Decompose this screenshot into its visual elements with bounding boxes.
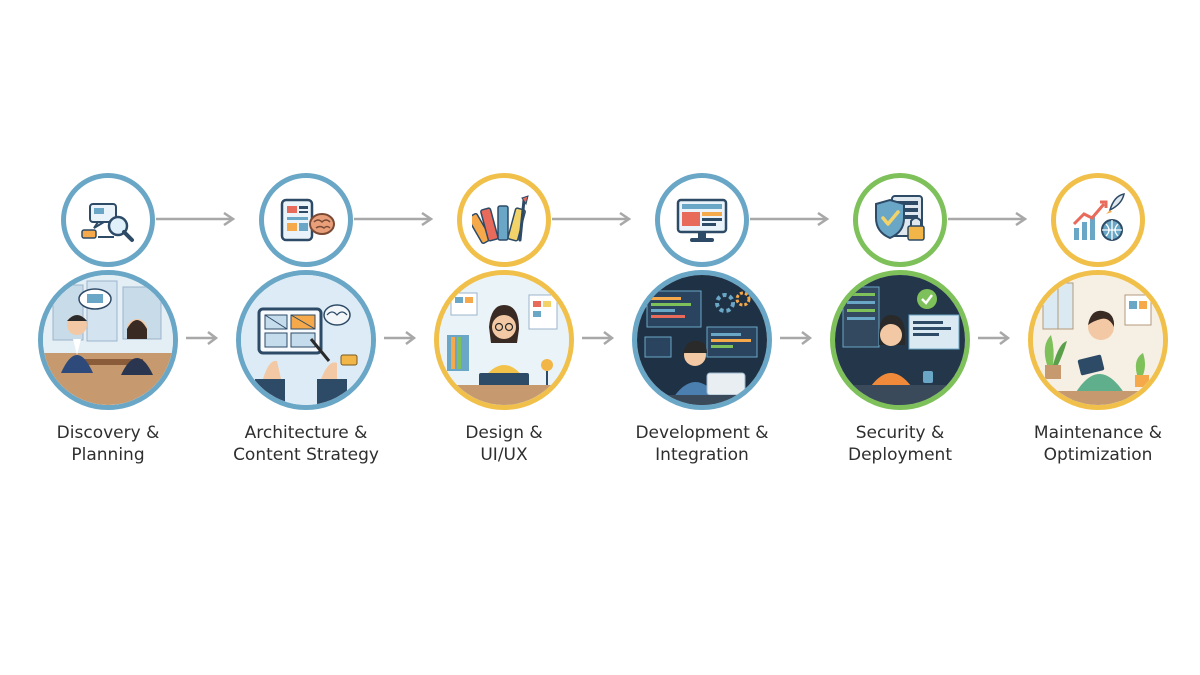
stage-title-line2: UI/UX xyxy=(480,445,528,465)
developer-coding-scene xyxy=(632,270,772,410)
arrow-connector xyxy=(948,212,1030,226)
security-engineer-scene xyxy=(830,270,970,410)
stage-title: Architecture & Content Strategy xyxy=(198,422,414,466)
stage-development: Development & Integration xyxy=(594,0,794,675)
stage-title-line1: Development & xyxy=(635,423,769,443)
arrow-connector xyxy=(354,212,436,226)
arrow-connector xyxy=(582,331,616,345)
wireframe-tablet-scene xyxy=(236,270,376,410)
stage-title: Maintenance & Optimization xyxy=(990,422,1200,466)
stage-title-line2: Planning xyxy=(71,445,145,465)
stage-title-line1: Design & xyxy=(465,423,543,443)
stage-title: Discovery & Planning xyxy=(0,422,216,466)
stage-title-line2: Integration xyxy=(655,445,749,465)
arrow-connector xyxy=(186,331,220,345)
stage-security: Security & Deployment xyxy=(792,0,992,675)
tablet-review-scene xyxy=(1028,270,1168,410)
monitor-code-icon xyxy=(655,173,749,267)
arrow-connector xyxy=(780,331,814,345)
stage-maintenance: Maintenance & Optimization xyxy=(990,0,1190,675)
search-presentation-icon xyxy=(61,173,155,267)
color-palette-icon xyxy=(457,173,551,267)
tablet-brain-icon xyxy=(259,173,353,267)
stage-title-line1: Maintenance & xyxy=(1033,423,1163,443)
stage-design: Design & UI/UX xyxy=(396,0,596,675)
stage-title-line1: Architecture & xyxy=(244,423,368,443)
stage-title-line1: Discovery & xyxy=(56,423,160,443)
client-meeting-scene xyxy=(38,270,178,410)
stage-architecture: Architecture & Content Strategy xyxy=(198,0,398,675)
arrow-connector xyxy=(978,331,1012,345)
growth-rocket-icon xyxy=(1051,173,1145,267)
arrow-connector xyxy=(552,212,634,226)
arrow-connector xyxy=(384,331,418,345)
stage-title-line2: Optimization xyxy=(1043,445,1153,465)
stage-title-line1: Security & xyxy=(855,423,945,443)
stage-title-line2: Deployment xyxy=(848,445,952,465)
designer-drawing-scene xyxy=(434,270,574,410)
arrow-connector xyxy=(156,212,238,226)
stage-title: Development & Integration xyxy=(594,422,810,466)
shield-lock-icon xyxy=(853,173,947,267)
arrow-connector xyxy=(750,212,832,226)
stage-title: Security & Deployment xyxy=(792,422,1008,466)
stage-title: Design & UI/UX xyxy=(396,422,612,466)
stage-title-line2: Content Strategy xyxy=(233,445,379,465)
stage-discovery: Discovery & Planning xyxy=(0,0,200,675)
